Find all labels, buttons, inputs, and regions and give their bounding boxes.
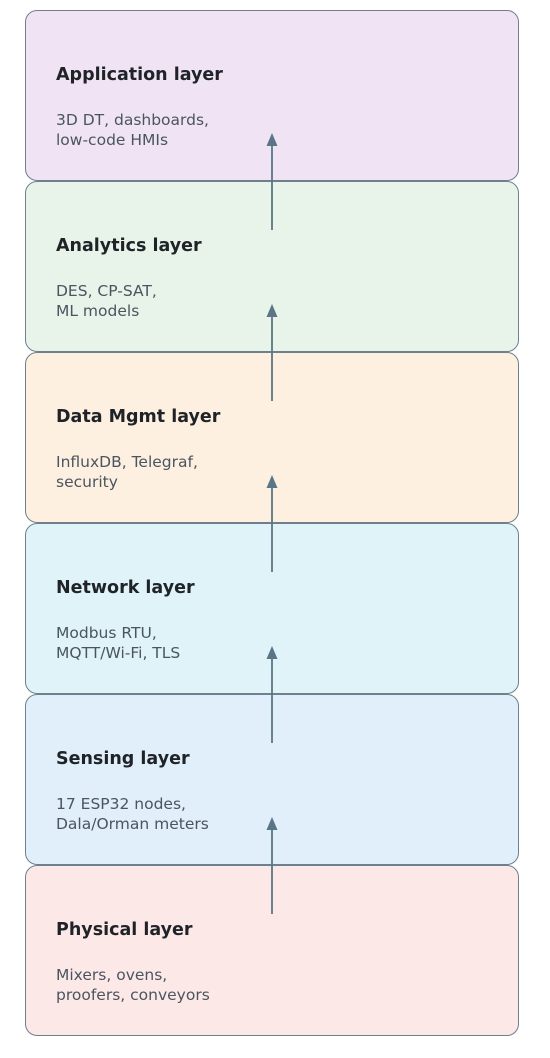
analytics-layer-desc-line1: DES, CP-SAT, <box>56 282 157 300</box>
physical-layer-title: Physical layer <box>56 920 193 940</box>
application-layer-desc-line2: low-code HMIs <box>56 131 169 149</box>
analytics-layer-title: Analytics layer <box>56 236 202 256</box>
data-mgmt-layer-description: InfluxDB, Telegraf, security <box>56 452 198 492</box>
analytics-layer-box: Analytics layer DES, CP-SAT, ML models <box>25 181 519 352</box>
data-mgmt-layer-box: Data Mgmt layer InfluxDB, Telegraf, secu… <box>25 352 519 523</box>
analytics-layer-desc-line2: ML models <box>56 302 140 320</box>
application-layer-description: 3D DT, dashboards, low-code HMIs <box>56 110 209 150</box>
application-layer-box: Application layer 3D DT, dashboards, low… <box>25 10 519 181</box>
physical-layer-box: Physical layer Mixers, ovens, proofers, … <box>25 865 519 1036</box>
application-layer-title: Application layer <box>56 65 223 85</box>
sensing-layer-description: 17 ESP32 nodes, Dala/Orman meters <box>56 794 209 834</box>
network-layer-desc-line2: MQTT/Wi-Fi, TLS <box>56 644 181 662</box>
data-mgmt-layer-desc-line2: security <box>56 473 118 491</box>
network-layer-desc-line1: Modbus RTU, <box>56 624 157 642</box>
physical-layer-description: Mixers, ovens, proofers, conveyors <box>56 965 210 1005</box>
network-layer-box: Network layer Modbus RTU, MQTT/Wi-Fi, TL… <box>25 523 519 694</box>
network-layer-description: Modbus RTU, MQTT/Wi-Fi, TLS <box>56 623 180 663</box>
sensing-layer-title: Sensing layer <box>56 749 190 769</box>
application-layer-desc-line1: 3D DT, dashboards, <box>56 111 209 129</box>
physical-layer-desc-line1: Mixers, ovens, <box>56 966 168 984</box>
data-mgmt-layer-desc-line1: InfluxDB, Telegraf, <box>56 453 198 471</box>
sensing-layer-desc-line2: Dala/Orman meters <box>56 815 209 833</box>
sensing-layer-desc-line1: 17 ESP32 nodes, <box>56 795 186 813</box>
data-mgmt-layer-title: Data Mgmt layer <box>56 407 221 427</box>
sensing-layer-box: Sensing layer 17 ESP32 nodes, Dala/Orman… <box>25 694 519 865</box>
analytics-layer-description: DES, CP-SAT, ML models <box>56 281 157 321</box>
network-layer-title: Network layer <box>56 578 195 598</box>
physical-layer-desc-line2: proofers, conveyors <box>56 986 210 1004</box>
